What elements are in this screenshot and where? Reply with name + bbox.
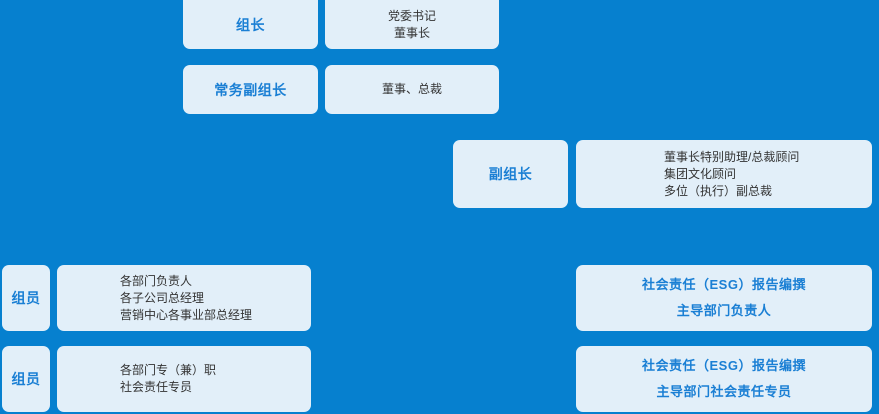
esg-box-lead-department-head[interactable]: 社会责任（ESG）报告编撰 主导部门负责人 [576, 265, 872, 331]
role-label-member-1: 组员 [11, 290, 41, 306]
esg-box-lead-department-officer[interactable]: 社会责任（ESG）报告编撰 主导部门社会责任专员 [576, 346, 872, 412]
role-box-leader[interactable]: 组长 [183, 0, 318, 49]
detail-line: 各子公司总经理 [120, 290, 205, 305]
detail-list-member-1: 各部门负责人 各子公司总经理 营销中心各事业部总经理 [57, 273, 311, 324]
role-box-member-2[interactable]: 组员 [2, 346, 50, 412]
detail-line: 董事、总裁 [381, 82, 442, 96]
detail-box-deputy-leader[interactable]: 董事长特别助理/总裁顾问 集团文化顾问 多位（执行）副总裁 [576, 140, 872, 208]
detail-line: 集团文化顾问 [664, 166, 737, 181]
esg-list-2: 社会责任（ESG）报告编撰 主导部门社会责任专员 [576, 353, 872, 405]
esg-line: 主导部门社会责任专员 [656, 384, 792, 399]
esg-line: 社会责任（ESG）报告编撰 [642, 358, 806, 373]
detail-list-leader: 党委书记 董事长 [325, 8, 499, 42]
detail-line: 党委书记 [387, 8, 436, 23]
detail-line: 营销中心各事业部总经理 [120, 307, 253, 322]
detail-list-executive-deputy-leader: 董事、总裁 [325, 81, 499, 98]
detail-line: 董事长特别助理/总裁顾问 [664, 149, 800, 164]
detail-box-executive-deputy-leader[interactable]: 董事、总裁 [325, 65, 499, 114]
detail-box-member-2[interactable]: 各部门专（兼）职 社会责任专员 [57, 346, 311, 412]
detail-box-member-1[interactable]: 各部门负责人 各子公司总经理 营销中心各事业部总经理 [57, 265, 311, 331]
role-label-leader: 组长 [236, 16, 265, 33]
esg-list-1: 社会责任（ESG）报告编撰 主导部门负责人 [576, 272, 872, 324]
detail-box-leader[interactable]: 党委书记 董事长 [325, 0, 499, 49]
role-box-member-1[interactable]: 组员 [2, 265, 50, 331]
role-box-deputy-leader[interactable]: 副组长 [453, 140, 568, 208]
esg-line: 主导部门负责人 [676, 303, 772, 318]
role-box-executive-deputy-leader[interactable]: 常务副组长 [183, 65, 318, 114]
detail-list-deputy-leader: 董事长特别助理/总裁顾问 集团文化顾问 多位（执行）副总裁 [576, 149, 872, 200]
esg-line: 社会责任（ESG）报告编撰 [642, 277, 806, 292]
detail-line: 社会责任专员 [120, 380, 193, 394]
detail-list-member-2: 各部门专（兼）职 社会责任专员 [57, 362, 311, 396]
role-label-member-2: 组员 [11, 371, 41, 387]
detail-line: 各部门负责人 [120, 273, 193, 288]
detail-line: 各部门专（兼）职 [120, 363, 217, 377]
detail-line: 董事长 [393, 25, 430, 40]
detail-line: 多位（执行）副总裁 [664, 183, 773, 198]
role-label-executive-deputy-leader: 常务副组长 [214, 81, 287, 98]
role-label-deputy-leader: 副组长 [488, 166, 533, 182]
